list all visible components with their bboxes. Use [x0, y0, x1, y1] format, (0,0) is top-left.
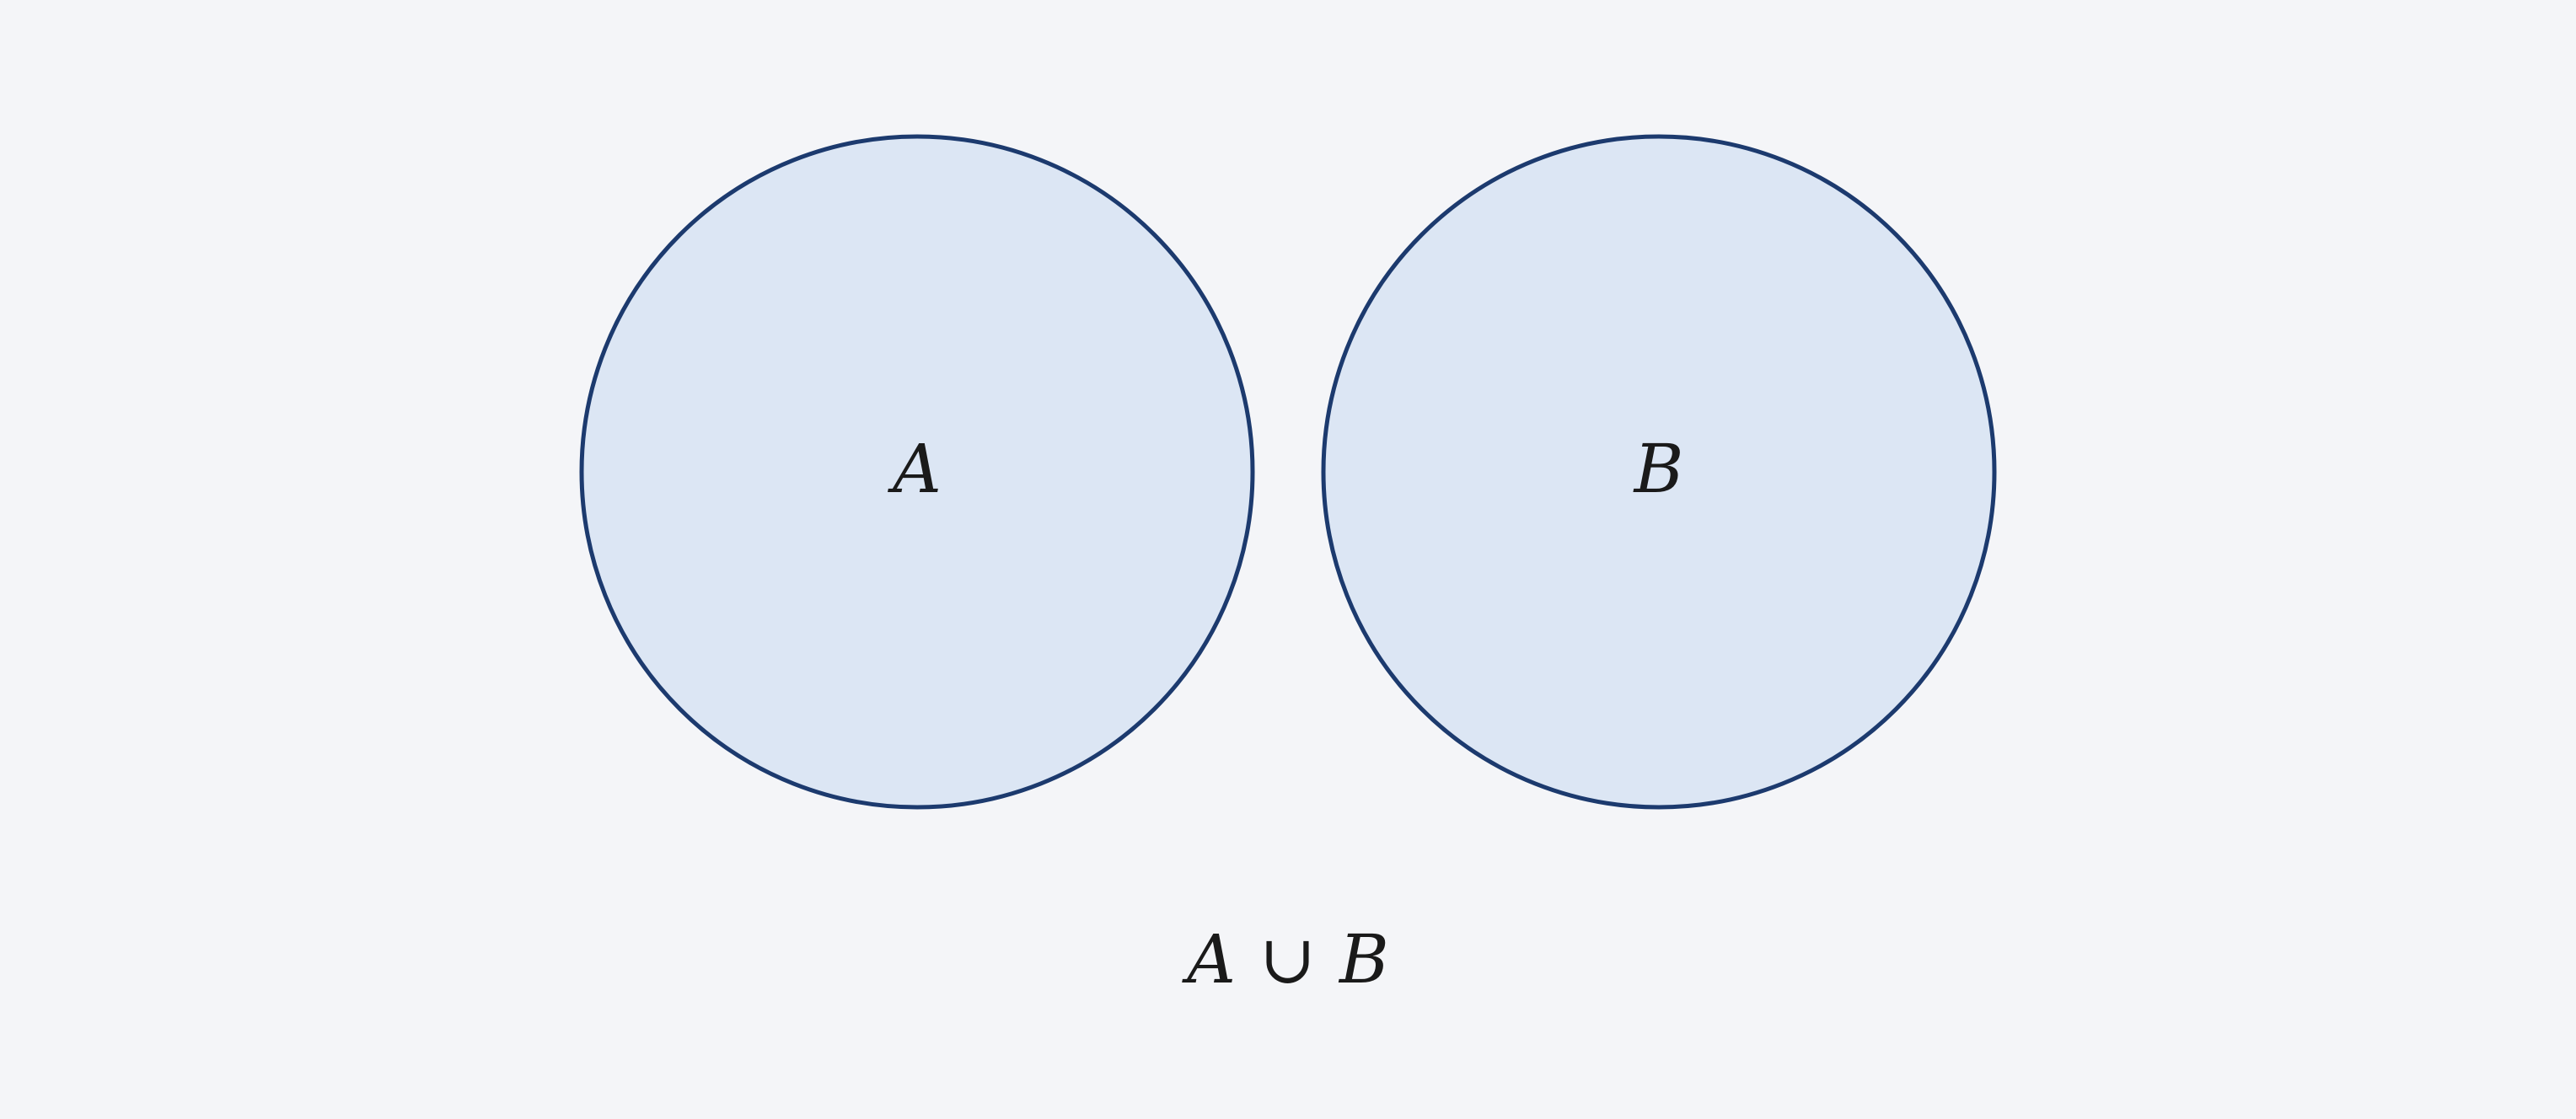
union-expression: A ∪ B — [1181, 920, 1389, 999]
expression-right: B — [1338, 920, 1389, 999]
set-a-label: A — [887, 430, 942, 508]
set-b-label: B — [1633, 430, 1684, 508]
expression-left: A — [1181, 920, 1236, 999]
union-operator: ∪ — [1259, 920, 1316, 999]
set-a-circle — [579, 134, 1255, 810]
set-b-circle — [1321, 134, 1997, 810]
